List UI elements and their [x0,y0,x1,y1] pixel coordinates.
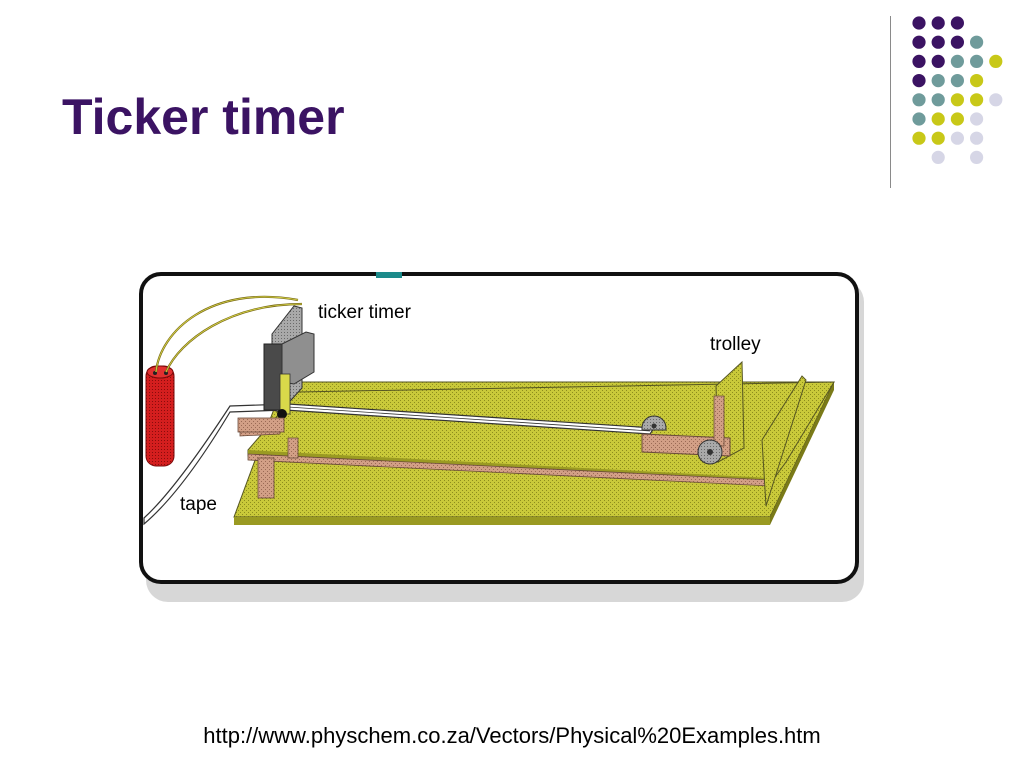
base-board-side [770,382,834,525]
end-stop [761,375,807,507]
decorative-dot [912,74,926,88]
timer-striker [277,409,287,419]
decorative-dot [970,150,984,164]
label-tape: tape [180,494,217,515]
frame-tab [376,272,402,278]
decorative-dot [931,93,945,107]
decorative-dot [931,112,945,126]
decorative-dot [912,16,926,30]
decorative-dot-grid [912,16,1003,164]
decorative-dot [970,54,984,68]
label-ticker-timer: ticker timer [318,302,412,323]
decorative-dot [931,74,945,88]
decorative-dot [912,93,926,107]
timer-base [237,417,285,433]
support-leg-mid [287,437,299,459]
decorative-dot [931,150,945,164]
decorative-dot [950,35,965,49]
base-board-edge [234,517,770,525]
battery [145,365,175,467]
decorative-dot [931,16,945,30]
decorative-dot [950,112,965,126]
decorative-dot [950,131,965,145]
decorative-dot [912,131,926,145]
decorative-dot [931,35,945,49]
decorative-dot [950,54,965,68]
timer-clip [279,373,291,415]
decorative-dot [950,74,965,88]
decorative-dot [950,93,965,107]
slide-title: Ticker timer [62,89,345,145]
decorative-dot [970,35,984,49]
trolley-post [713,395,725,447]
trolley-wheel-rear [641,415,667,431]
decorative-dot [970,74,984,88]
ticker-timer-diagram: ticker timer trolley tape [139,272,864,602]
decorative-dot [970,93,984,107]
source-url[interactable]: http://www.physchem.co.za/Vectors/Physic… [203,723,821,748]
divider-line [890,16,891,188]
decorative-dot [931,131,945,145]
timer-front-plate [263,343,283,411]
decorative-dot [989,54,1003,68]
decorative-dot [912,54,926,68]
support-leg-left [257,457,275,499]
decorative-dot [989,93,1003,107]
label-trolley: trolley [710,334,761,355]
decorative-dot [970,131,984,145]
decorative-dot [912,35,926,49]
decorative-dot [970,112,984,126]
decorative-dot [950,16,965,30]
decorative-dot [931,54,945,68]
decorative-dot [912,112,926,126]
